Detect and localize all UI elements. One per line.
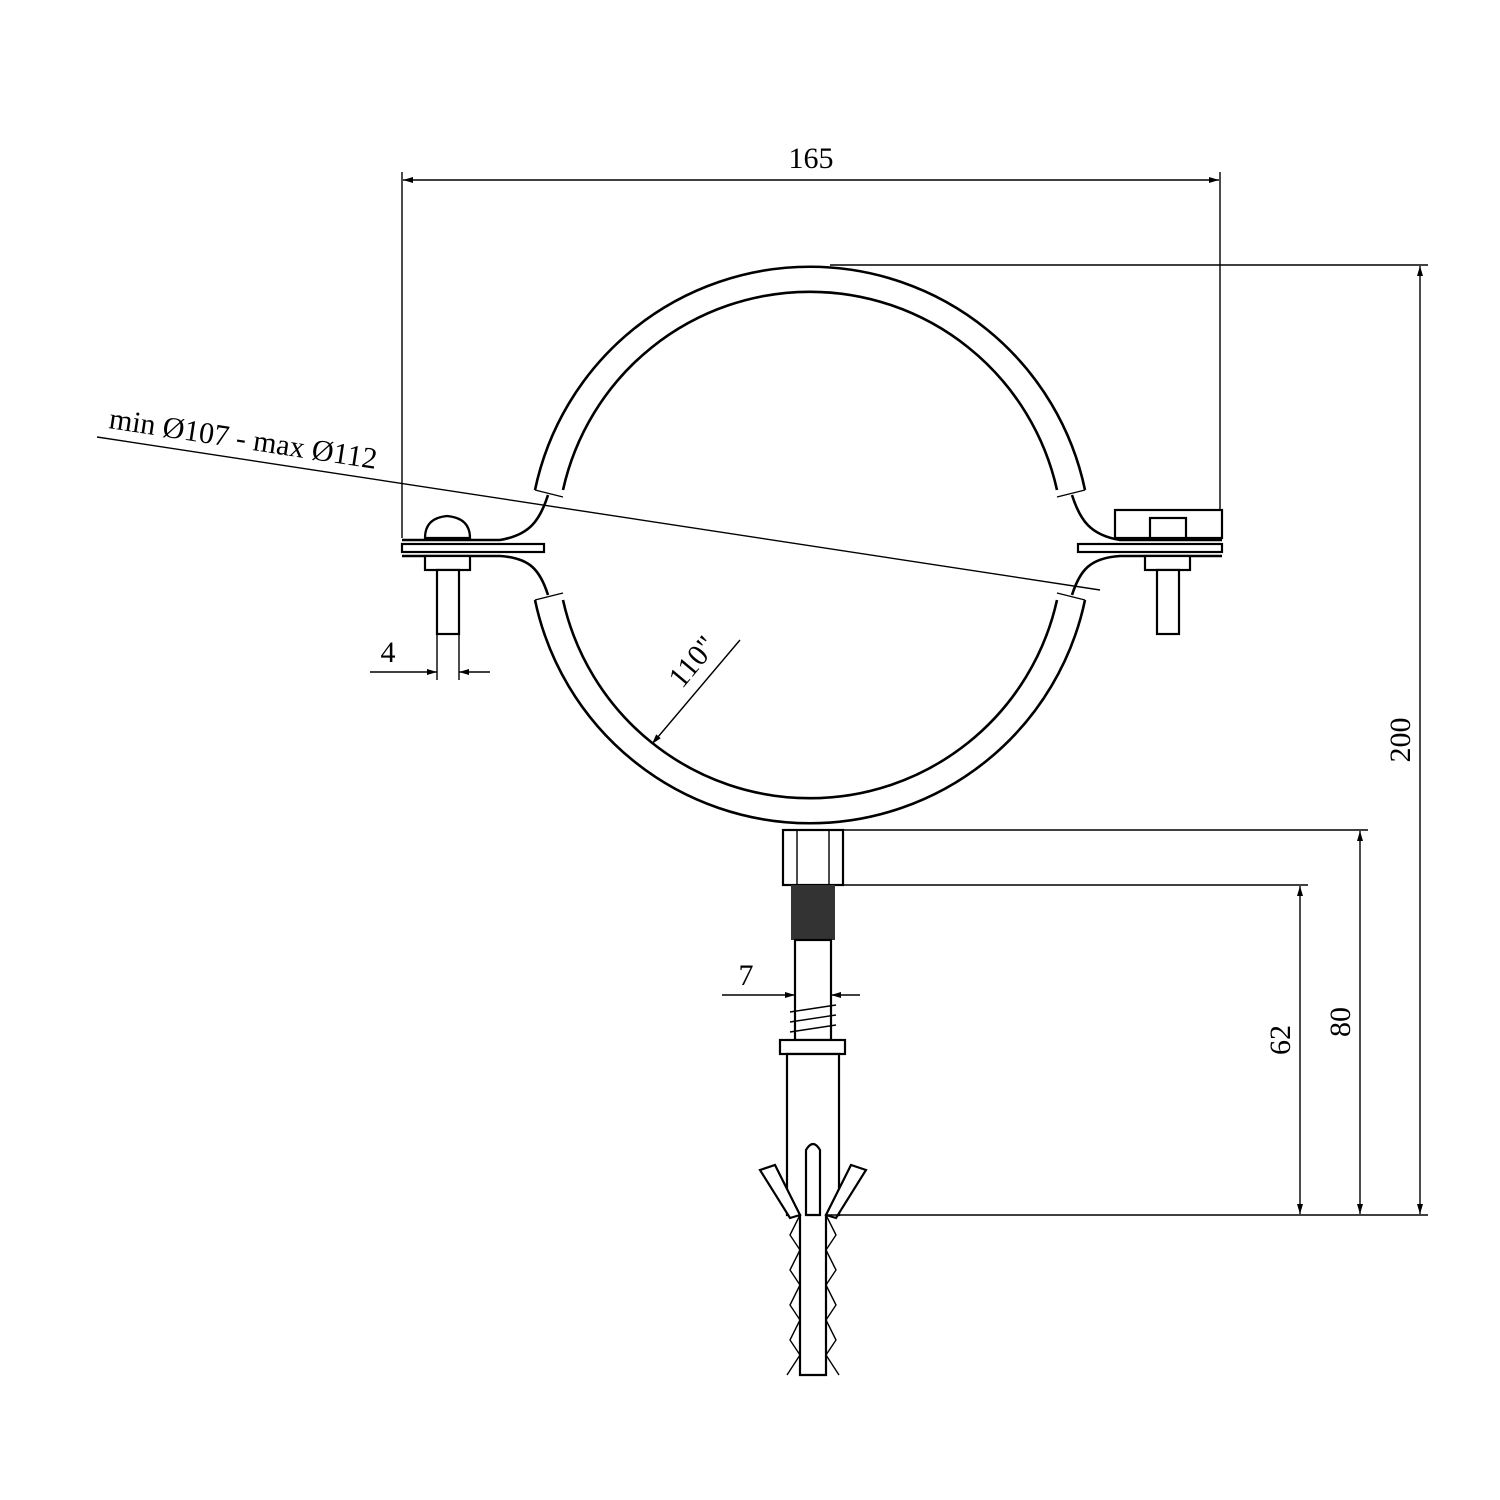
- dim-bolt-exposed-label: 62: [1264, 1025, 1297, 1055]
- dim-pipe-label: 110": [662, 630, 723, 694]
- dim-width-label: 165: [789, 142, 834, 175]
- dim-height-label: 200: [1384, 718, 1417, 763]
- left-screw: [423, 514, 472, 636]
- dimension-diameter-range: min Ø107 - max Ø112: [96, 402, 1101, 591]
- dim-range-label: min Ø107 - max Ø112: [107, 402, 379, 476]
- clamp-upper-half: [402, 265, 1222, 542]
- threaded-rod-and-wall-plug: [758, 828, 868, 1377]
- dimension-bolt-total: 80: [843, 829, 1368, 1214]
- dimension-bolt-exposed: 62: [843, 884, 1308, 1214]
- dim-screw-label: 4: [381, 636, 396, 669]
- dimension-width: 165: [401, 142, 1221, 538]
- dimension-screw-diameter: 4: [370, 634, 490, 680]
- dimension-height: 200: [826, 264, 1428, 1216]
- dimension-pipe-size: 110": [651, 630, 741, 745]
- dim-rod-label: 7: [739, 959, 754, 992]
- right-screw: [1113, 508, 1224, 636]
- dim-bolt-total-label: 80: [1324, 1007, 1357, 1037]
- clamp-lower-half: [400, 542, 1224, 825]
- dimension-rod-diameter: 7: [722, 959, 860, 998]
